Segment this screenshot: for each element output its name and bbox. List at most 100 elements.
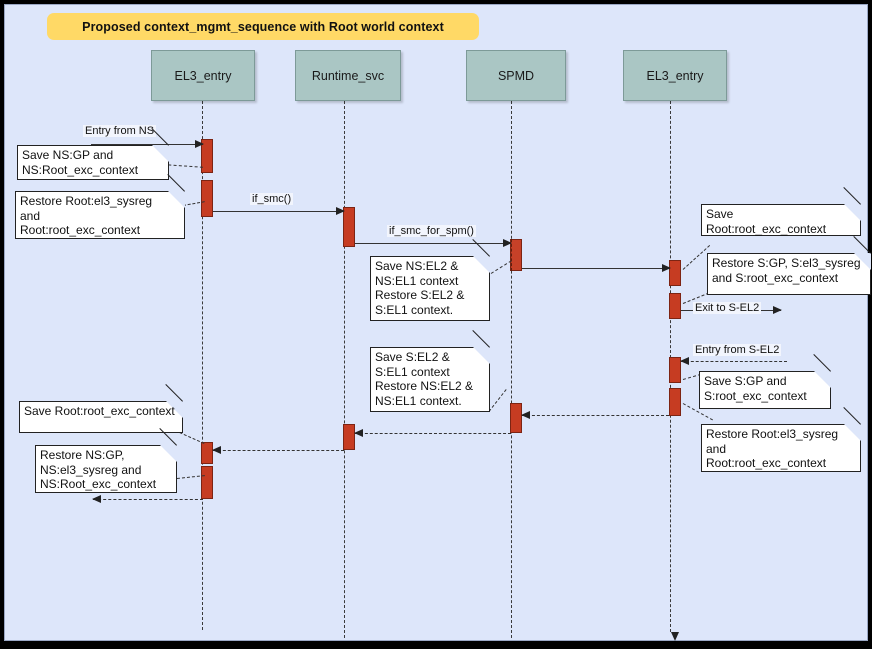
note-line: Save S:EL2 & — [375, 350, 450, 364]
arrowhead-right-icon — [662, 263, 671, 272]
lifeline-head-label: EL3_entry — [646, 68, 704, 83]
lifeline-el3-left — [202, 101, 203, 630]
note-line: NS:EL1 context — [375, 273, 459, 288]
note-fold-icon — [160, 445, 177, 462]
note-line: Save Root:root_exc_context — [706, 207, 827, 236]
diagram-frame: Proposed context_mgmt_sequence with Root… — [4, 4, 871, 641]
note: Save Root:root_exc_context — [701, 187, 861, 236]
activation-bar — [669, 357, 681, 383]
note: Save NS:GP and NS:Root_exc_context — [17, 128, 169, 180]
arrowhead-right-icon — [336, 206, 345, 215]
lifeline-head-label: Runtime_svc — [311, 68, 385, 83]
arrowhead-left-icon — [212, 445, 221, 454]
note-line: NS:Root_exc_context — [22, 162, 139, 177]
note-fold-icon — [473, 256, 490, 273]
note-line: Root:root_exc_context — [706, 456, 827, 470]
note-line: NS:Root_exc_context — [40, 477, 157, 491]
note-fold-edge — [853, 236, 871, 254]
note: Save NS:EL2 & NS:EL1 context Restore S:E… — [370, 239, 490, 321]
diagram-title: Proposed context_mgmt_sequence with Root… — [82, 19, 444, 34]
activation-bar — [343, 424, 355, 450]
arrowhead-left-icon — [354, 428, 363, 437]
note-connector — [490, 260, 512, 274]
note-fold-edge — [813, 354, 831, 372]
lifeline-head-runtime-svc[interactable]: Runtime_svc — [295, 50, 401, 101]
message-line — [681, 361, 787, 362]
message-line — [522, 268, 670, 269]
diagram-title-banner: Proposed context_mgmt_sequence with Root… — [47, 13, 479, 40]
lifeline-runtime-svc — [344, 101, 345, 638]
arrowhead-right-icon — [773, 305, 782, 314]
note: Restore Root:el3_sysreg and Root:root_ex… — [701, 407, 861, 472]
message-line — [522, 415, 669, 416]
arrowhead-right-icon — [503, 238, 512, 247]
message-line — [355, 243, 511, 244]
note: Save S:GP and S:root_exc_context — [699, 354, 831, 409]
activation-bar — [343, 207, 355, 247]
message-label: Entry from NS — [83, 125, 157, 137]
message-line — [213, 211, 344, 212]
activation-bar — [201, 139, 213, 173]
message-line — [91, 144, 203, 145]
arrowhead-left-icon — [521, 410, 530, 419]
note-fold-icon — [814, 371, 831, 388]
lifeline-spmd — [511, 101, 512, 638]
note-connector — [488, 389, 507, 412]
note-fold-icon — [166, 401, 183, 418]
note-fold-icon — [844, 204, 861, 221]
note: Save S:EL2 & S:EL1 context Restore NS:EL… — [370, 330, 490, 412]
note-fold-edge — [165, 384, 183, 402]
note-fold-icon — [152, 145, 169, 162]
note-line: Restore NS:EL2 & — [375, 379, 474, 393]
lifeline-through-activation — [511, 239, 512, 271]
note-fold-icon — [168, 191, 185, 208]
note-fold-icon — [473, 347, 490, 364]
note-fold-icon — [844, 424, 861, 441]
note-line: S:EL1 context. — [375, 302, 454, 317]
note-line: Save Root:root_exc_context — [24, 404, 175, 418]
message-label: if_smc() — [250, 193, 294, 205]
note-line: Restore S:GP, S:el3_sysreg — [712, 256, 861, 270]
note-fold-icon — [854, 253, 871, 270]
message-label: Entry from S-EL2 — [693, 344, 782, 356]
message-line — [93, 499, 203, 500]
lifeline-head-spmd[interactable]: SPMD — [466, 50, 566, 101]
message-line — [213, 450, 344, 451]
note-line: NS:EL1 context. — [375, 393, 462, 408]
note-line: Restore Root:el3_sysreg — [706, 427, 839, 441]
note: Restore NS:GP, NS:el3_sysreg and NS:Root… — [35, 428, 177, 493]
note-line: Save NS:EL2 & — [375, 259, 459, 273]
arrowhead-left-icon — [92, 494, 101, 503]
note-line: NS:el3_sysreg and — [40, 462, 142, 477]
activation-bar — [669, 260, 681, 286]
note: Save Root:root_exc_context — [19, 384, 183, 433]
activation-bar — [669, 293, 681, 319]
arrowhead-right-icon — [195, 139, 204, 148]
note: Restore S:GP, S:el3_sysreg and S:root_ex… — [707, 236, 871, 295]
lifeline-end-arrow-el3-right — [671, 632, 679, 641]
note-fold-edge — [167, 174, 185, 192]
note-line: Save NS:GP and — [22, 148, 114, 162]
note-line: Restore S:EL2 & — [375, 288, 465, 302]
note-fold-edge — [472, 239, 490, 257]
lifeline-head-label: SPMD — [497, 68, 535, 83]
activation-bar — [510, 239, 522, 271]
lifeline-head-el3-right[interactable]: EL3_entry — [623, 50, 727, 101]
note-line: Restore NS:GP, — [40, 448, 125, 462]
note-connector — [682, 245, 711, 270]
note-line: and — [706, 441, 727, 456]
arrowhead-left-icon — [680, 356, 689, 365]
message-label: if_smc_for_spm() — [387, 225, 476, 237]
lifeline-head-label: EL3_entry — [174, 68, 232, 83]
note-line: Save S:GP and — [704, 374, 787, 388]
lifeline-head-el3-left[interactable]: EL3_entry — [151, 50, 255, 101]
note-fold-edge — [843, 407, 861, 425]
activation-bar — [669, 388, 681, 416]
note-line: Restore Root:el3_sysreg — [20, 194, 153, 208]
activation-bar — [201, 466, 213, 499]
note-line: S:EL1 context — [375, 364, 450, 379]
note-fold-edge — [843, 187, 861, 205]
message-line — [355, 433, 511, 434]
message-label: Exit to S-EL2 — [693, 302, 762, 314]
